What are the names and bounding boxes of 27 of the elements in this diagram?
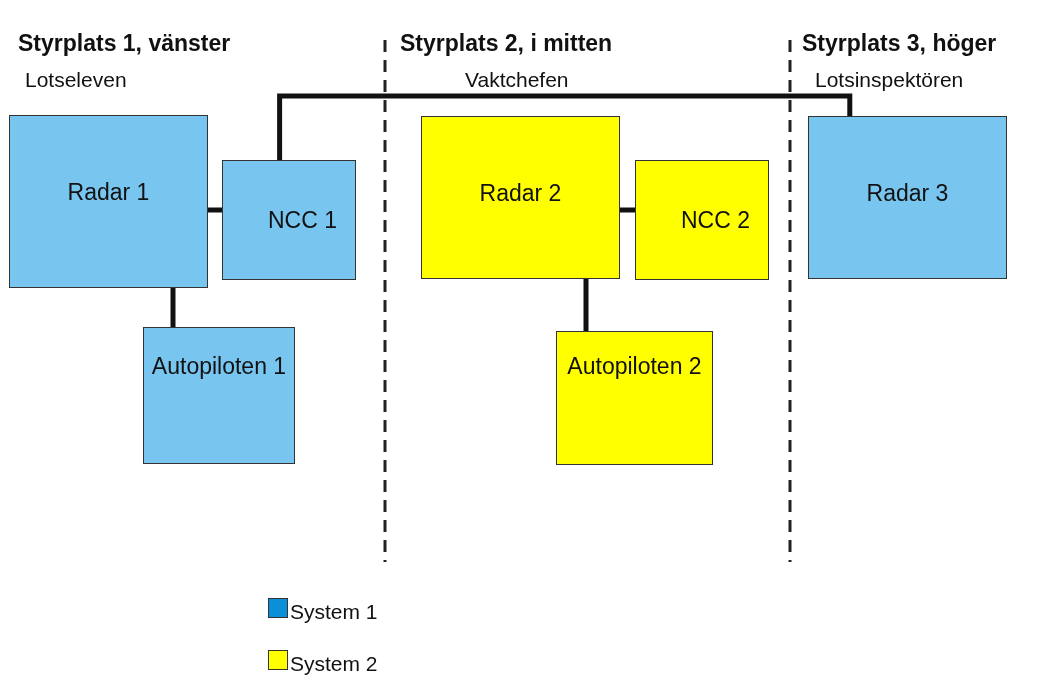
box-label: Radar 2 [479, 179, 562, 207]
connector-line [170, 288, 176, 327]
role-label: Lotseleven [25, 68, 127, 92]
box-label: Radar 1 [67, 178, 150, 206]
legend-label: System 1 [290, 600, 378, 624]
box-label: Autopiloten 2 [567, 352, 702, 380]
connector-line [277, 93, 853, 160]
role-label: Vaktchefen [465, 68, 569, 92]
system-box [9, 115, 208, 288]
station-heading: Styrplats 1, vänster [18, 30, 231, 57]
role-label: Lotsinspektören [815, 68, 964, 92]
connector-line [208, 207, 222, 213]
connector-line [583, 279, 589, 331]
system-box [222, 160, 356, 280]
station-heading: Styrplats 2, i mitten [400, 30, 613, 57]
system-box [635, 160, 769, 280]
station-heading: Styrplats 3, höger [802, 30, 997, 57]
system-box [556, 331, 713, 465]
legend-label: System 2 [290, 652, 378, 676]
box-label: NCC 1 [268, 206, 337, 234]
system-box [143, 327, 295, 464]
system-box [808, 116, 1007, 279]
box-label: NCC 2 [681, 206, 750, 234]
connector-line [620, 207, 635, 213]
box-label: Autopiloten 1 [151, 352, 287, 380]
box-label: Radar 3 [866, 179, 949, 207]
system-box [421, 116, 620, 279]
